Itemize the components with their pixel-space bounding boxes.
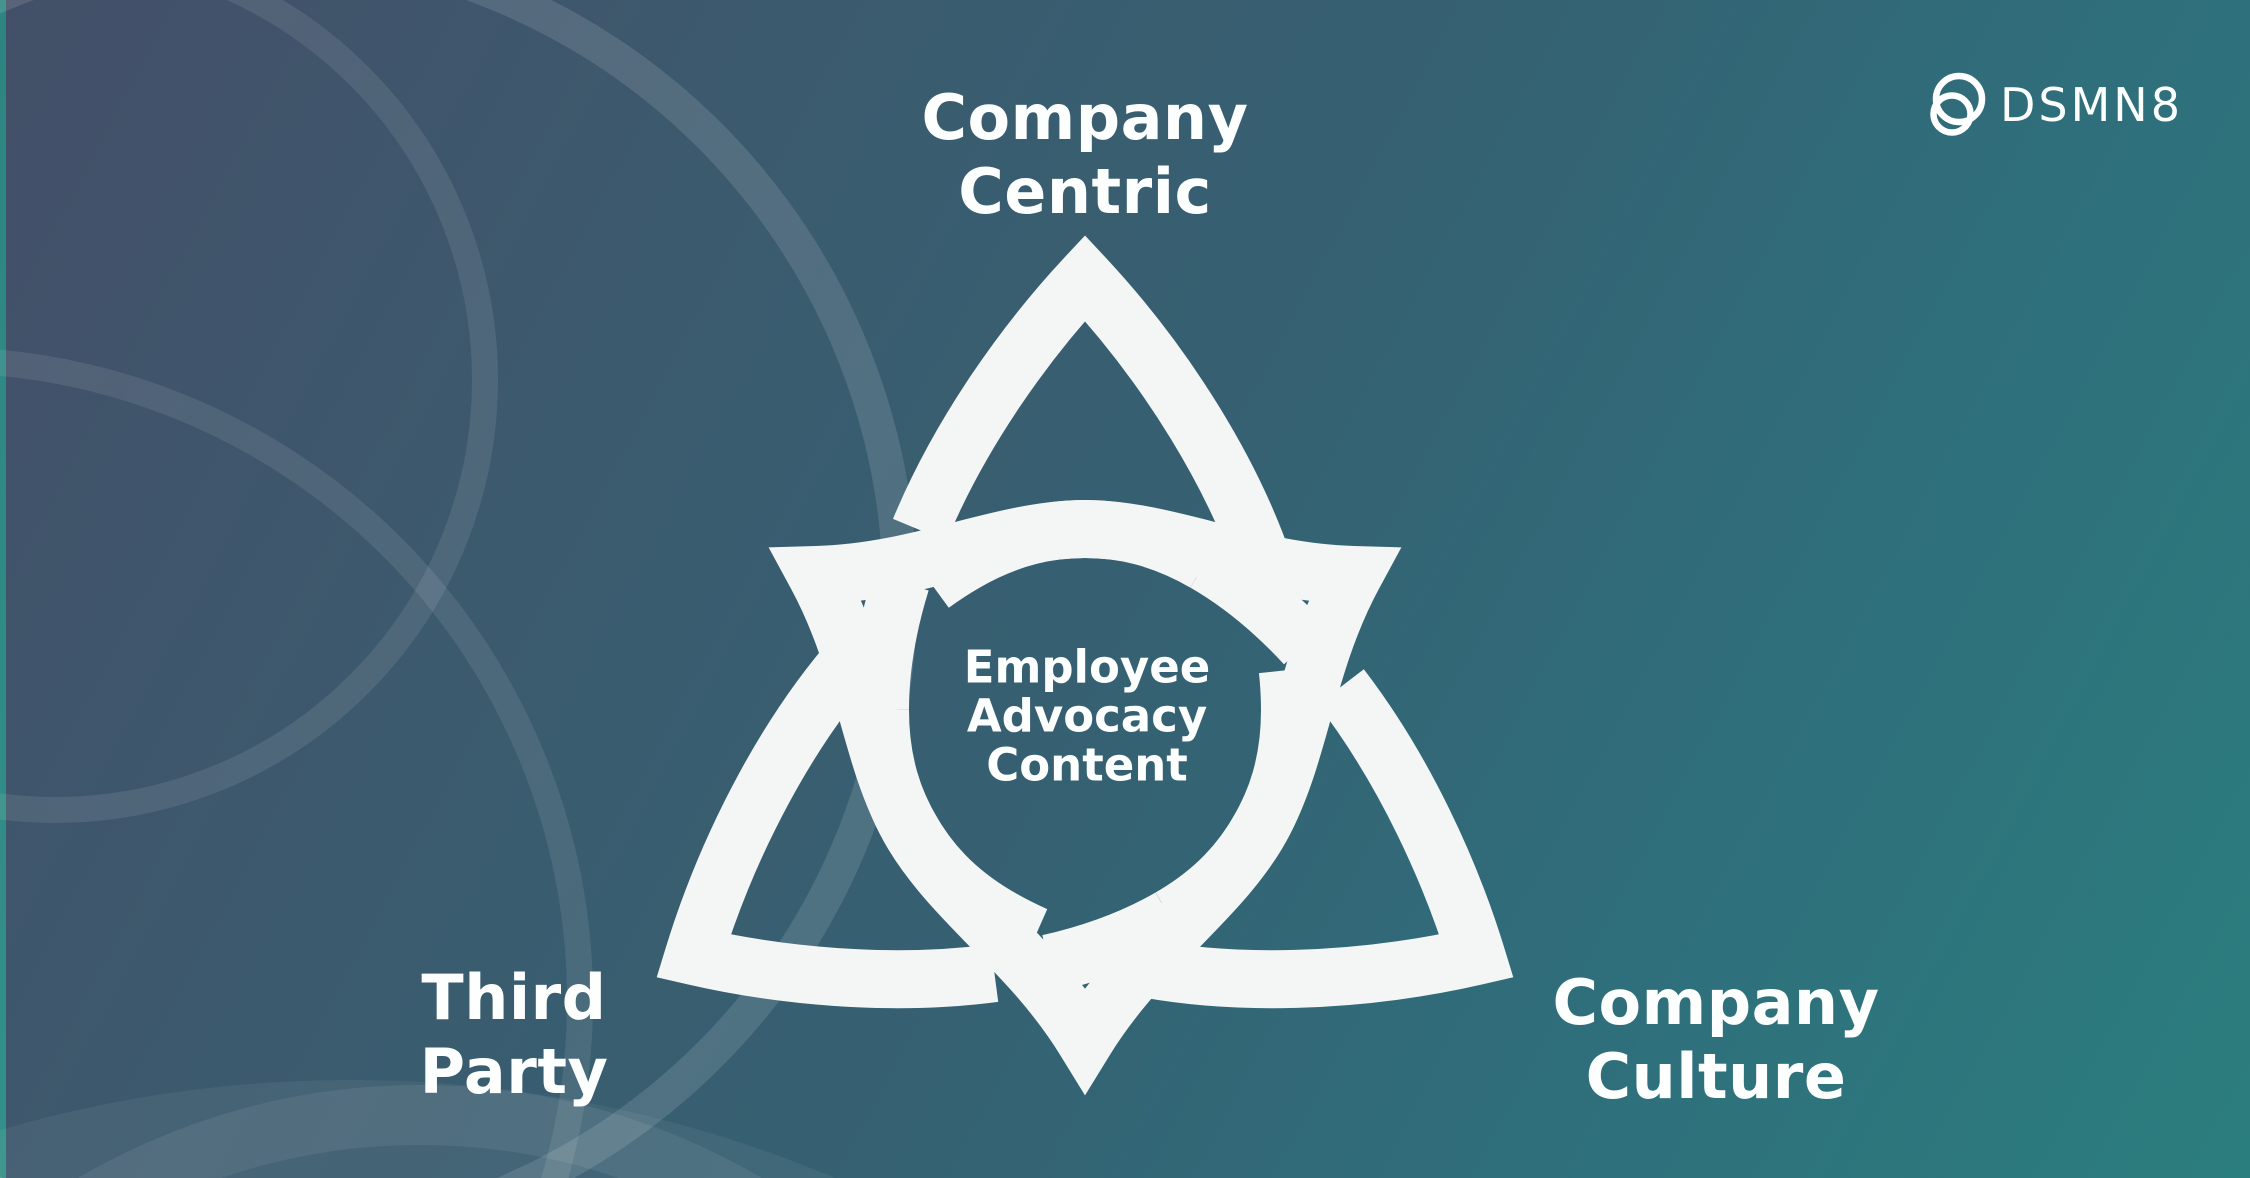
decor-blob (0, 1080, 835, 1178)
node-label-line: Culture (1585, 1040, 1847, 1113)
decor-ring (0, 349, 593, 1178)
decor-ring (78, 1085, 762, 1178)
dsmn8-rings-icon (1930, 72, 1986, 136)
center-label-employee-advocacy-content: Employee Advocacy Content (964, 643, 1211, 790)
employee-advocacy-symbol (656, 235, 1514, 1096)
center-label-line: Employee (963, 640, 1211, 694)
node-label-line: Party (419, 1035, 609, 1108)
node-label-third-party: Third Party (420, 961, 609, 1109)
center-label-line: Advocacy (966, 689, 1208, 743)
node-label-line: Company (1552, 966, 1880, 1039)
decor-ring (0, 0, 498, 823)
dsmn8-logo: DSMN8 (1926, 70, 2183, 138)
node-label-line: Third (421, 961, 607, 1034)
center-label-line: Content (986, 738, 1188, 792)
node-label-company-culture: Company Culture (1553, 966, 1880, 1114)
node-label-line: Company (921, 81, 1249, 154)
node-label-line: Centric (958, 155, 1212, 228)
logo-wordmark: DSMN8 (2000, 78, 2183, 132)
node-label-company-centric: Company Centric (922, 81, 1249, 229)
left-accent-strip (0, 0, 6, 1178)
triquetra-band-left (656, 500, 1402, 1009)
